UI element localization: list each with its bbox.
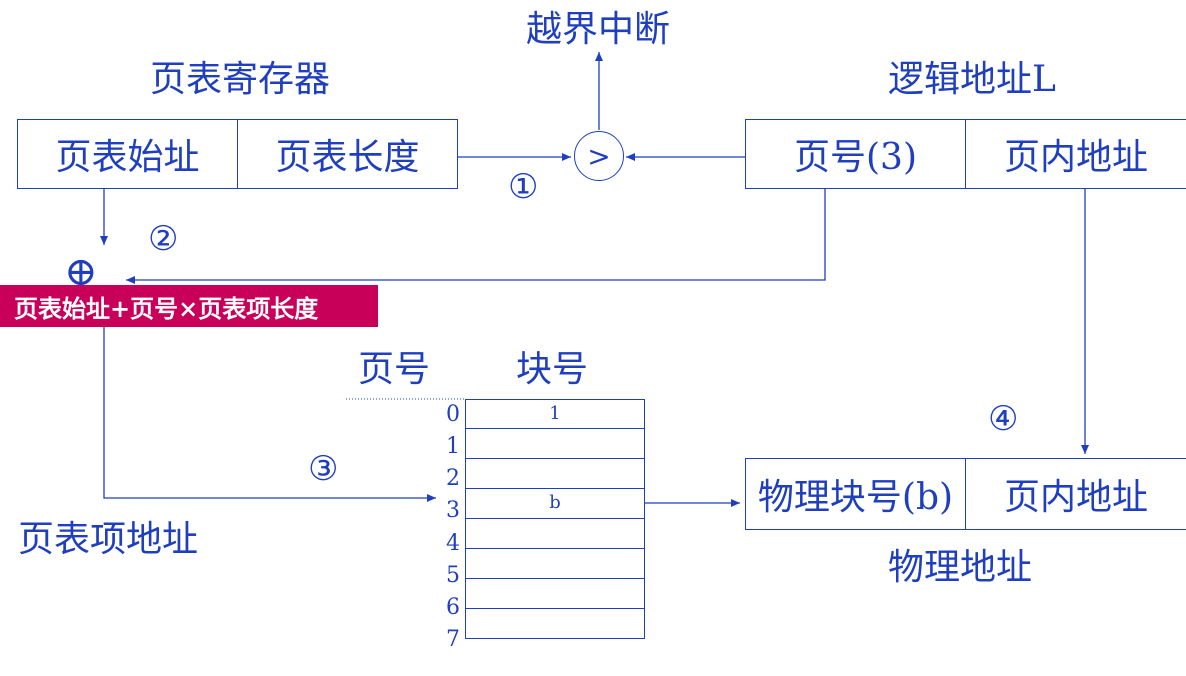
page-index: 7: [446, 627, 460, 652]
physical-address-label: 物理地址: [888, 547, 1033, 588]
page-table: 1 b: [465, 399, 645, 639]
table-row: [465, 429, 645, 459]
formula-banner: 页表始址+页号×页表项长度: [0, 285, 378, 327]
page-table-register-label: 页表寄存器: [150, 59, 331, 100]
physical-offset-cell: 页内地址: [965, 458, 1186, 530]
step-marker-4: ④: [988, 399, 1019, 439]
page-index: 4: [446, 531, 460, 556]
table-row: b: [465, 489, 645, 519]
register-start-address-cell: 页表始址: [17, 119, 238, 189]
table-header-block: 块号: [516, 349, 589, 390]
page-index: 2: [446, 466, 460, 491]
table-row: [465, 459, 645, 489]
step-marker-1: ①: [508, 167, 539, 207]
table-row: [465, 519, 645, 549]
page-index: 1: [446, 434, 460, 459]
page-index: 3: [446, 498, 460, 523]
page-index: 0: [446, 402, 460, 427]
logical-offset-cell: 页内地址: [965, 119, 1186, 189]
table-row: [465, 609, 645, 639]
compare-symbol: >: [587, 139, 611, 173]
page-index: 5: [446, 563, 460, 588]
compare-node: >: [574, 131, 624, 181]
step-marker-2: ②: [148, 219, 179, 259]
table-row: [465, 579, 645, 609]
logical-page-number-cell: 页号(3): [745, 119, 966, 189]
register-length-cell: 页表长度: [237, 119, 458, 189]
step-marker-3: ③: [308, 449, 339, 489]
physical-block-cell: 物理块号(b): [745, 458, 966, 530]
table-row: 1: [465, 399, 645, 429]
page-index: 6: [446, 595, 460, 620]
table-row: [465, 549, 645, 579]
table-header-page: 页号: [358, 349, 431, 390]
logical-address-label: 逻辑地址L: [888, 59, 1056, 100]
interrupt-label: 越界中断: [526, 9, 671, 50]
pte-address-label: 页表项地址: [18, 519, 199, 560]
